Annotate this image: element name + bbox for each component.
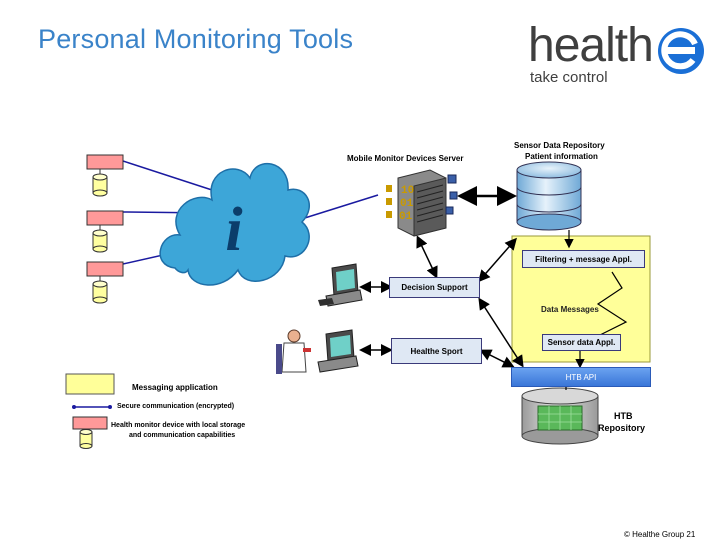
mobile-monitor-server-icon: 10 01 01: [386, 169, 458, 237]
binary-line-3: 01: [399, 211, 413, 223]
doctor-computer-icon: [276, 329, 359, 374]
sensor-data-repository-icon: [516, 161, 582, 231]
htb-repo-label-1: HTB: [614, 411, 633, 421]
data-messages-bolt-icon: [596, 271, 628, 337]
legend-device-icon: [72, 416, 108, 449]
data-messages-label: Data Messages: [541, 305, 599, 314]
htb-repository-icon: [521, 387, 599, 445]
binary-line-1: 10: [401, 185, 414, 197]
sensor-repo-label-1: Sensor Data Repository: [514, 141, 605, 150]
binary-line-2: 01: [400, 198, 414, 210]
legend-device-label-2: and communication capabilities: [129, 432, 236, 439]
healthe-logo: health take control: [528, 20, 718, 92]
legend-secure-label: Secure communication (encrypted): [117, 403, 235, 410]
decision-filter-link: [478, 237, 517, 283]
htb-api-bar: HTB API: [511, 367, 651, 387]
filtering-message-box: Filtering + message Appl.: [522, 250, 645, 268]
information-cloud-icon: i: [159, 162, 311, 286]
desktop-computer-icon: [318, 263, 363, 307]
legend-device-label-1: Health monitor device with local storage: [111, 422, 246, 429]
sensor-data-appl-box: Sensor data Appl.: [542, 334, 621, 351]
sport-api-link: [479, 349, 515, 368]
decision-api-link: [478, 297, 524, 368]
mobile-server-label: Mobile Monitor Devices Server: [347, 154, 464, 163]
legend-messaging-label: Messaging application: [132, 383, 218, 392]
health-monitor-device: [86, 154, 124, 197]
logo-brand-text: health: [528, 19, 654, 72]
logo-e-mark-icon: [658, 28, 704, 74]
htb-repo-label-2: Repository: [598, 423, 646, 433]
info-glyph: i: [225, 196, 242, 264]
logo-tagline: take control: [530, 69, 608, 86]
slide-title: Personal Monitoring Tools: [38, 24, 354, 54]
slide-footer: © Healthe Group 21: [624, 530, 696, 539]
decision-support-box: Decision Support: [389, 277, 480, 298]
health-monitor-device: [86, 210, 124, 253]
health-monitor-device: [86, 261, 124, 304]
htb-api-label: HTB API: [565, 372, 597, 382]
sensor-repo-label-2: Patient information: [525, 152, 598, 161]
server-decision-link: [416, 235, 438, 279]
healthe-sport-box: Healthe Sport: [391, 338, 482, 364]
legend-messaging-box: [65, 373, 115, 395]
